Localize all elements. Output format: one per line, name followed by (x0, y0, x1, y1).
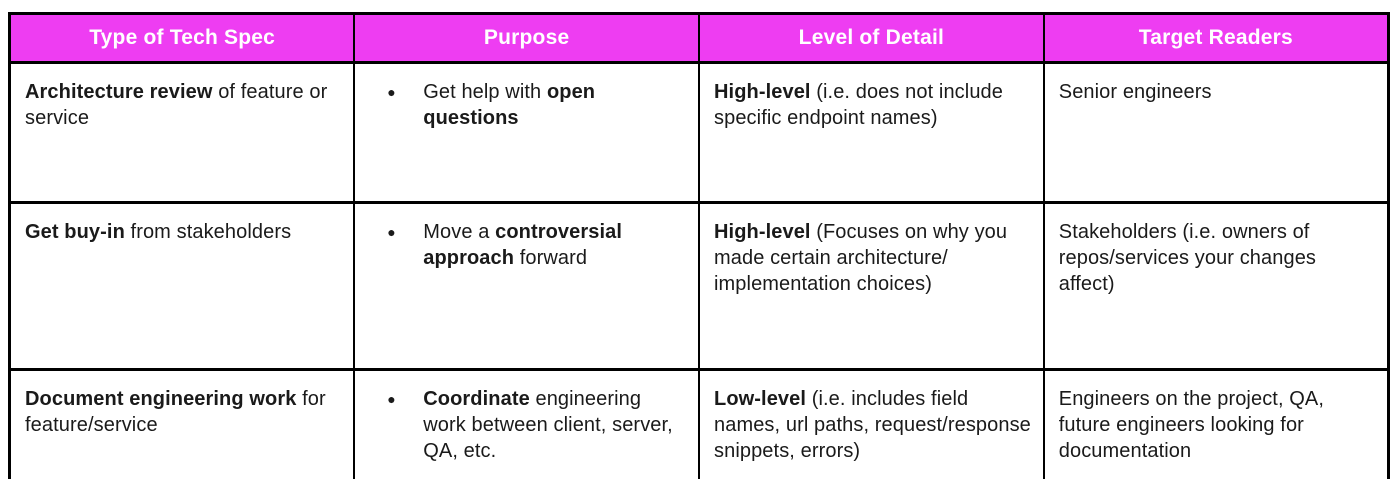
cell-text: Engineers on the project, QA, future eng… (1058, 388, 1325, 462)
bullet-item: ● Coordinate engineering work between cli… (387, 386, 688, 464)
bullet-list: ● Move a controversial approach forward (369, 219, 688, 271)
bullet-item: ● Move a controversial approach forward (387, 219, 688, 271)
cell-level-of-detail-row-2: High-level (Focuses on why you made cert… (698, 201, 1045, 371)
table-row: Architecture review of feature or servic… (8, 61, 1390, 204)
bullet-list: ● Coordinate engineering work between cli… (369, 386, 688, 464)
cell-target-readers-row-1: Senior engineers (1042, 61, 1390, 204)
cell-text: Get help with (423, 81, 547, 103)
cell-type-of-tech-spec-row-2: Get buy-in from stakeholders (8, 201, 356, 371)
header-target-readers: Target Readers (1042, 12, 1390, 64)
cell-text-bold: High-level (714, 221, 811, 243)
table-header: Type of Tech Spec Purpose Level of Detai… (8, 12, 1390, 64)
cell-text: (i.e. does not include specific endpoint… (714, 81, 1003, 129)
cell-purpose-row-3: ● Coordinate engineering work between cli… (353, 368, 700, 479)
tech-spec-table: Type of Tech Spec Purpose Level of Detai… (8, 12, 1390, 479)
table-body: Architecture review of feature or servic… (8, 61, 1390, 479)
cell-text-bold: controversial approach (423, 221, 622, 269)
cell-text-bold: Architecture review (25, 81, 213, 103)
cell-type-of-tech-spec-row-3: Document engineering work for feature/se… (8, 368, 356, 479)
cell-text: from stakeholders (124, 221, 292, 243)
cell-text: Move a (423, 221, 496, 243)
cell-text: engineering work between client, server,… (423, 388, 673, 462)
cell-text: Senior engineers (1058, 81, 1212, 103)
header-row: Type of Tech Spec Purpose Level of Detai… (8, 12, 1390, 64)
bullet-icon: ● (387, 84, 396, 100)
cell-text: of feature or service (25, 81, 328, 129)
cell-text-bold: Coordinate (423, 388, 530, 410)
header-level-of-detail: Level of Detail (698, 12, 1045, 64)
cell-text-bold: open questions (423, 81, 596, 129)
bullet-icon: ● (387, 391, 396, 407)
bullet-list: ● Get help with open questions (369, 79, 688, 131)
cell-type-of-tech-spec-row-1: Architecture review of feature or servic… (8, 61, 356, 204)
cell-target-readers-row-2: Stakeholders (i.e. owners of repos/servi… (1042, 201, 1390, 371)
cell-text: (i.e. includes field names, url paths, r… (714, 388, 1031, 462)
cell-text-bold: Get buy-in (25, 221, 125, 243)
header-type-of-tech-spec: Type of Tech Spec (8, 12, 356, 64)
cell-text: Stakeholders (i.e. owners of repos/servi… (1058, 221, 1317, 295)
cell-text-bold: High-level (714, 81, 811, 103)
cell-text: for feature/service (25, 388, 326, 436)
cell-level-of-detail-row-1: High-level (i.e. does not include specif… (698, 61, 1045, 204)
cell-text: forward (514, 247, 588, 269)
cell-purpose-row-1: ● Get help with open questions (353, 61, 700, 204)
cell-text-bold: Document engineering work (25, 388, 297, 410)
table-row: Document engineering work for feature/se… (8, 368, 1390, 479)
cell-level-of-detail-row-3: Low-level (i.e. includes field names, ur… (698, 368, 1045, 479)
header-purpose: Purpose (353, 12, 700, 64)
table-row: Get buy-in from stakeholders ● Move a cont… (8, 201, 1390, 371)
cell-text: (Focuses on why you made certain archite… (714, 221, 1008, 295)
bullet-icon: ● (387, 224, 396, 240)
cell-target-readers-row-3: Engineers on the project, QA, future eng… (1042, 368, 1390, 479)
cell-text-bold: Low-level (714, 388, 807, 410)
bullet-item: ● Get help with open questions (387, 79, 688, 131)
cell-purpose-row-2: ● Move a controversial approach forward (353, 201, 700, 371)
